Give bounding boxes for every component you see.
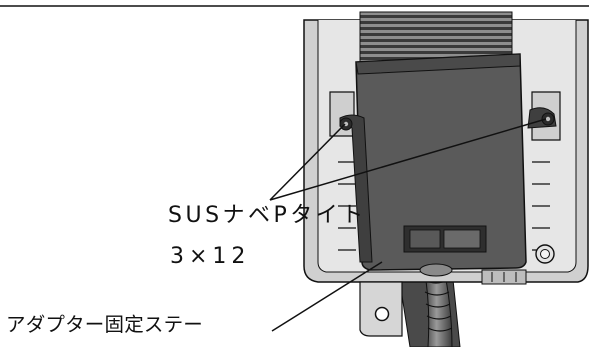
left-vent-slots [338, 161, 356, 251]
connector-block [481, 269, 527, 285]
leader-to-adapter-stay [271, 261, 383, 332]
right-screw [541, 112, 555, 126]
cable-grommet [419, 263, 453, 277]
adapter-stay-label: アダプター固定ステー [6, 313, 204, 336]
screw-size-label: 3×12 [170, 244, 251, 269]
mounting-hole [374, 306, 390, 322]
left-mounting-ear [329, 91, 355, 137]
adapter-with-stay [339, 53, 557, 277]
power-cable [397, 267, 461, 347]
leader-to-left-screw [269, 123, 346, 201]
screw-spec-label: SUSナベPタイト [168, 203, 367, 228]
leader-to-right-screw [269, 118, 547, 201]
leader-lines [269, 118, 547, 332]
adapter-switch [403, 225, 487, 253]
